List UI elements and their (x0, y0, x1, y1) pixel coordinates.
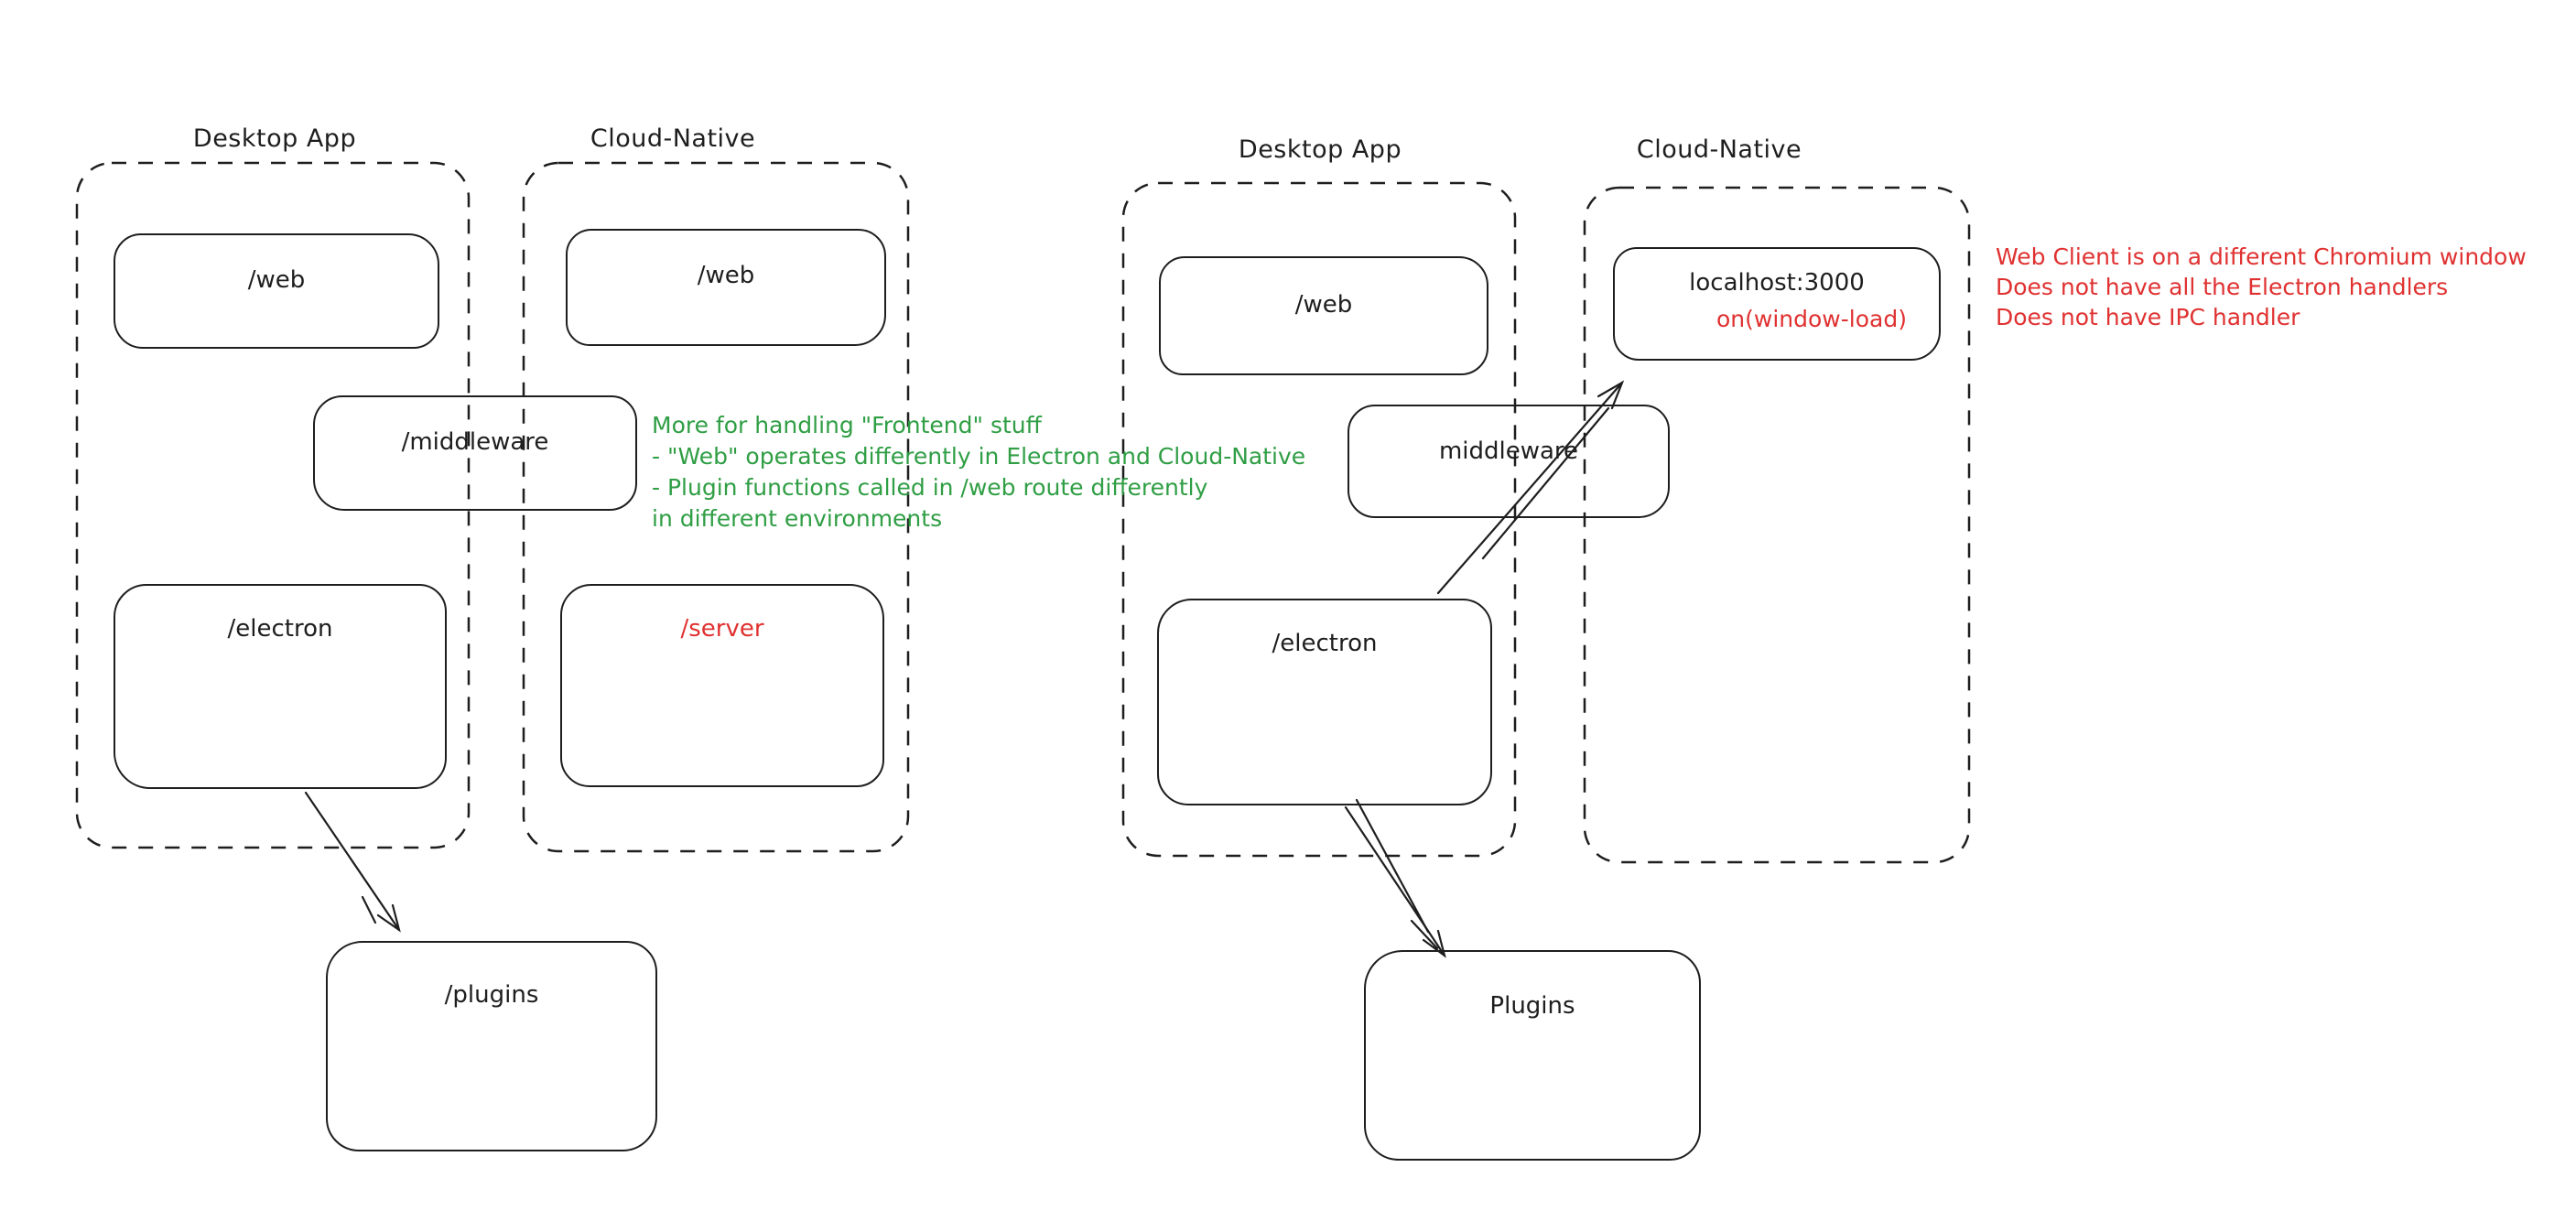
box-electron-left-label: /electron (227, 615, 333, 643)
note-frontend-handling[interactable]: More for handling "Frontend" stuff - "We… (652, 410, 1305, 535)
group-label-cloud-left[interactable]: Cloud-Native (590, 124, 756, 153)
box-web-right-label: /web (1294, 291, 1353, 319)
box-web-cloud-left[interactable]: /web (566, 229, 886, 346)
box-middleware-right-label: middleware (1438, 438, 1579, 465)
box-web-right[interactable]: /web (1159, 256, 1488, 375)
box-web-desktop-left[interactable]: /web (114, 233, 439, 349)
box-localhost-subtitle: on(window-load) (1716, 306, 1907, 332)
box-server-left-label: /server (680, 615, 764, 643)
desktop-app-frame-left[interactable] (75, 161, 471, 849)
box-plugins-right-label: Plugins (1489, 992, 1575, 1020)
group-label-cloud-right[interactable]: Cloud-Native (1636, 135, 1802, 164)
desktop-app-frame-right[interactable] (1121, 181, 1517, 858)
box-middleware-left[interactable]: /middleware (313, 395, 637, 511)
arrow-electron-to-plugins-right[interactable] (1344, 798, 1446, 958)
box-plugins-left-label: /plugins (444, 981, 539, 1009)
box-middleware-right[interactable]: middleware (1348, 405, 1670, 518)
cloud-native-frame-left[interactable] (522, 161, 910, 853)
box-web-desktop-left-label: /web (247, 266, 306, 294)
note-web-client-line-2: Does not have all the Electron handlers (1996, 274, 2449, 300)
box-web-cloud-left-label: /web (697, 262, 755, 289)
box-server-left[interactable]: /server (560, 584, 884, 787)
box-electron-left[interactable]: /electron (114, 584, 447, 789)
box-middleware-left-label: /middleware (401, 428, 549, 456)
arrow-electron-to-plugins-left[interactable] (304, 791, 401, 933)
group-label-desktop-right[interactable]: Desktop App (1238, 135, 1402, 164)
box-plugins-right[interactable]: Plugins (1364, 950, 1701, 1161)
note-frontend-line-4: in different environments (652, 505, 943, 532)
box-localhost[interactable]: localhost:3000 on(window-load) (1613, 247, 1941, 361)
note-web-client-line-1: Web Client is on a different Chromium wi… (1996, 243, 2527, 270)
arrow-electron-to-localhost[interactable] (1436, 380, 1625, 595)
group-label-desktop-left[interactable]: Desktop App (192, 124, 357, 153)
box-plugins-left[interactable]: /plugins (326, 941, 657, 1151)
box-electron-right[interactable]: /electron (1157, 599, 1492, 805)
note-frontend-line-1: More for handling "Frontend" stuff (652, 412, 1042, 438)
note-frontend-line-3: - Plugin functions called in /web route … (652, 474, 1208, 501)
cloud-native-frame-right[interactable] (1583, 186, 1971, 864)
note-web-client-line-3: Does not have IPC handler (1996, 304, 2300, 330)
note-web-client[interactable]: Web Client is on a different Chromium wi… (1996, 242, 2527, 332)
box-localhost-title: localhost:3000 (1689, 269, 1865, 297)
note-frontend-line-2: - "Web" operates differently in Electron… (652, 443, 1306, 470)
box-electron-right-label: /electron (1272, 630, 1378, 657)
